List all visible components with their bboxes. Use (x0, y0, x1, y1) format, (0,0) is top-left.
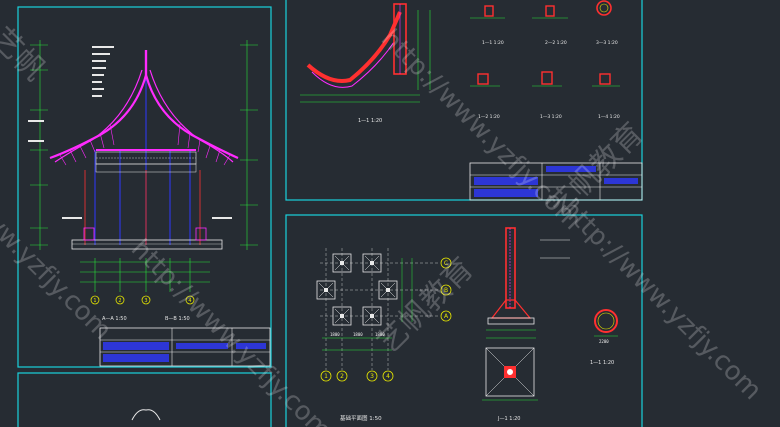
axis-bubble-1: 1 (93, 298, 96, 304)
annotation-notes (28, 46, 232, 219)
footing-caption: J—1 1:20 (497, 416, 520, 422)
axis-bubble-2: 2 (118, 298, 121, 304)
col-bubble-2: 2 (340, 373, 344, 380)
partial-shape (131, 409, 161, 421)
watermark-brand-2: 艺帆教育 (371, 251, 481, 361)
sheet-c-frame (285, 214, 643, 427)
footings (316, 253, 398, 326)
footing-section (486, 227, 570, 339)
sheet-d (17, 372, 272, 427)
axis-bubbles-a: 1 2 3 4 (90, 295, 195, 305)
sheet-b-frame (285, 0, 643, 201)
watermark-brand-3: 艺帆 (0, 21, 52, 88)
sheet-a: 1 2 3 4 A—A 1:50 B—B 1:50 (17, 6, 272, 368)
sheet-b: 1—1 1:20 1—1 1:20 2—2 1:20 3—3 1:20 1—2 … (285, 0, 643, 201)
axis-bubble-4: 4 (188, 298, 191, 304)
plan-dim-2: 1800 (353, 332, 363, 337)
caption-a-a: A—A 1:50 (102, 316, 127, 322)
pavilion-base (71, 227, 223, 250)
row-bubble-b: B (444, 287, 448, 294)
detail-row-top (470, 0, 612, 19)
watermark-url-1: http://www.yzfjy.com (125, 234, 337, 427)
detail-label-4: 1—2 1:20 (478, 114, 500, 120)
sheet-d-frame (17, 372, 272, 427)
watermark-url-3: http://www.yzfjy.com (555, 194, 767, 406)
detail-row-middle (470, 71, 620, 87)
roof-beam-detail (300, 3, 431, 103)
row-bubbles (440, 257, 452, 322)
sheet-a-title-block (99, 327, 271, 367)
sheet-a-frame (17, 6, 272, 368)
pile-section (594, 309, 618, 337)
sheet-c: 1800 1800 1800 1 2 3 4 C B A 基础平面图 1:50 (285, 214, 643, 427)
eave-band (95, 151, 197, 173)
column-red-lines (84, 170, 201, 245)
detail-label-5: 1—3 1:20 (540, 114, 562, 120)
plan-dim-1: 1800 (330, 332, 340, 337)
axis-bubble-3: 3 (144, 298, 147, 304)
col-bubbles (320, 370, 394, 382)
detail-label-1: 1—1 1:20 (482, 40, 504, 46)
col-bubble-1: 1 (324, 373, 328, 380)
row-bubble-c: C (444, 260, 448, 267)
footing-plan (482, 347, 538, 401)
sheet-b-title-block (469, 162, 643, 201)
roof-section (49, 50, 239, 163)
beam-section-caption: 1—1 1:20 (358, 118, 382, 124)
row-bubble-a: A (444, 313, 449, 320)
roof-rafters (59, 123, 231, 166)
foundation-plan-caption: 基础平面图 1:50 (340, 414, 382, 422)
detail-label-6: 1—4 1:20 (598, 114, 620, 120)
pile-dim: 2200 (599, 339, 609, 344)
detail-label-3: 3—3 1:20 (596, 40, 618, 46)
level-marks-right (240, 40, 258, 250)
plan-dimensions (322, 258, 413, 351)
pile-caption: 1—1 1:20 (590, 360, 614, 366)
caption-b-b: B—B 1:50 (165, 316, 190, 322)
bottom-dimensions (80, 258, 210, 292)
plan-dim-3: 1800 (375, 332, 385, 337)
detail-label-2: 2—2 1:20 (545, 40, 567, 46)
level-marks-left (30, 40, 48, 250)
footing-columns (324, 261, 390, 318)
col-bubble-3: 3 (370, 373, 374, 380)
col-bubble-4: 4 (386, 373, 390, 380)
